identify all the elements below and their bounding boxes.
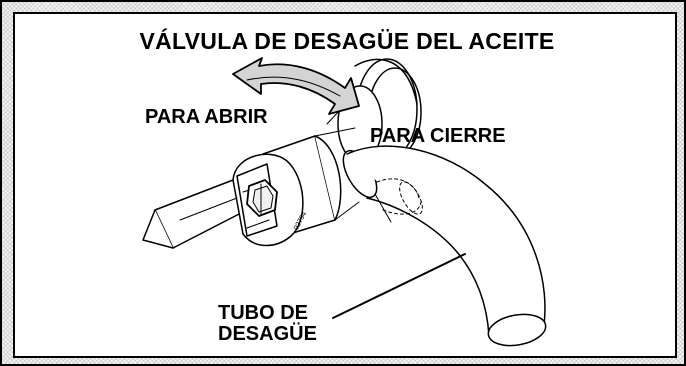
label-drain-tube-line2: DESAGÜE bbox=[218, 323, 317, 345]
label-close: PARA CIERRE bbox=[370, 125, 506, 147]
drain-tube-leader-line bbox=[332, 253, 466, 319]
diagram-panel: VÁLVULA DE DESAGÜE DEL ACEITE PARA ABRIR… bbox=[13, 12, 677, 358]
hex-nut-icon bbox=[246, 179, 278, 217]
label-drain-tube-line1: TUBO DE bbox=[218, 302, 308, 324]
label-open: PARA ABRIR bbox=[145, 106, 268, 128]
drain-tube bbox=[342, 145, 547, 347]
rotation-arrow-icon bbox=[232, 57, 360, 115]
drain-valve-illustration bbox=[142, 57, 547, 347]
diagram-title: VÁLVULA DE DESAGÜE DEL ACEITE bbox=[139, 28, 555, 54]
wrench-icon bbox=[142, 153, 304, 249]
